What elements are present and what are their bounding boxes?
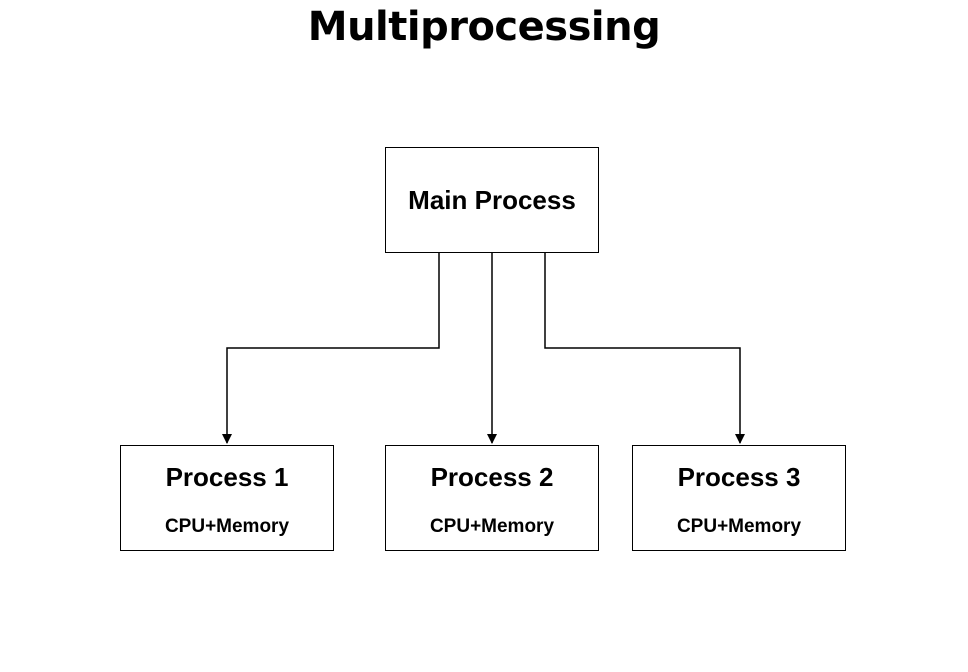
process-2-box: Process 2 CPU+Memory [385,445,599,551]
process-3-resource: CPU+Memory [676,516,802,537]
process-1-resource: CPU+Memory [164,516,290,537]
process-1-box: Process 1 CPU+Memory [120,445,334,551]
main-process-box: Main Process [385,147,599,253]
process-2-resource: CPU+Memory [429,516,555,537]
process-2-label: Process 2 [430,462,554,492]
diagram-title: Multiprocessing [307,4,661,50]
arrow-to-process-3 [544,253,745,444]
main-process-label: Main Process [408,184,576,215]
process-1-label: Process 1 [165,462,289,492]
process-3-box: Process 3 CPU+Memory [632,445,846,551]
process-3-label: Process 3 [677,462,801,492]
arrow-to-process-1 [222,253,440,444]
